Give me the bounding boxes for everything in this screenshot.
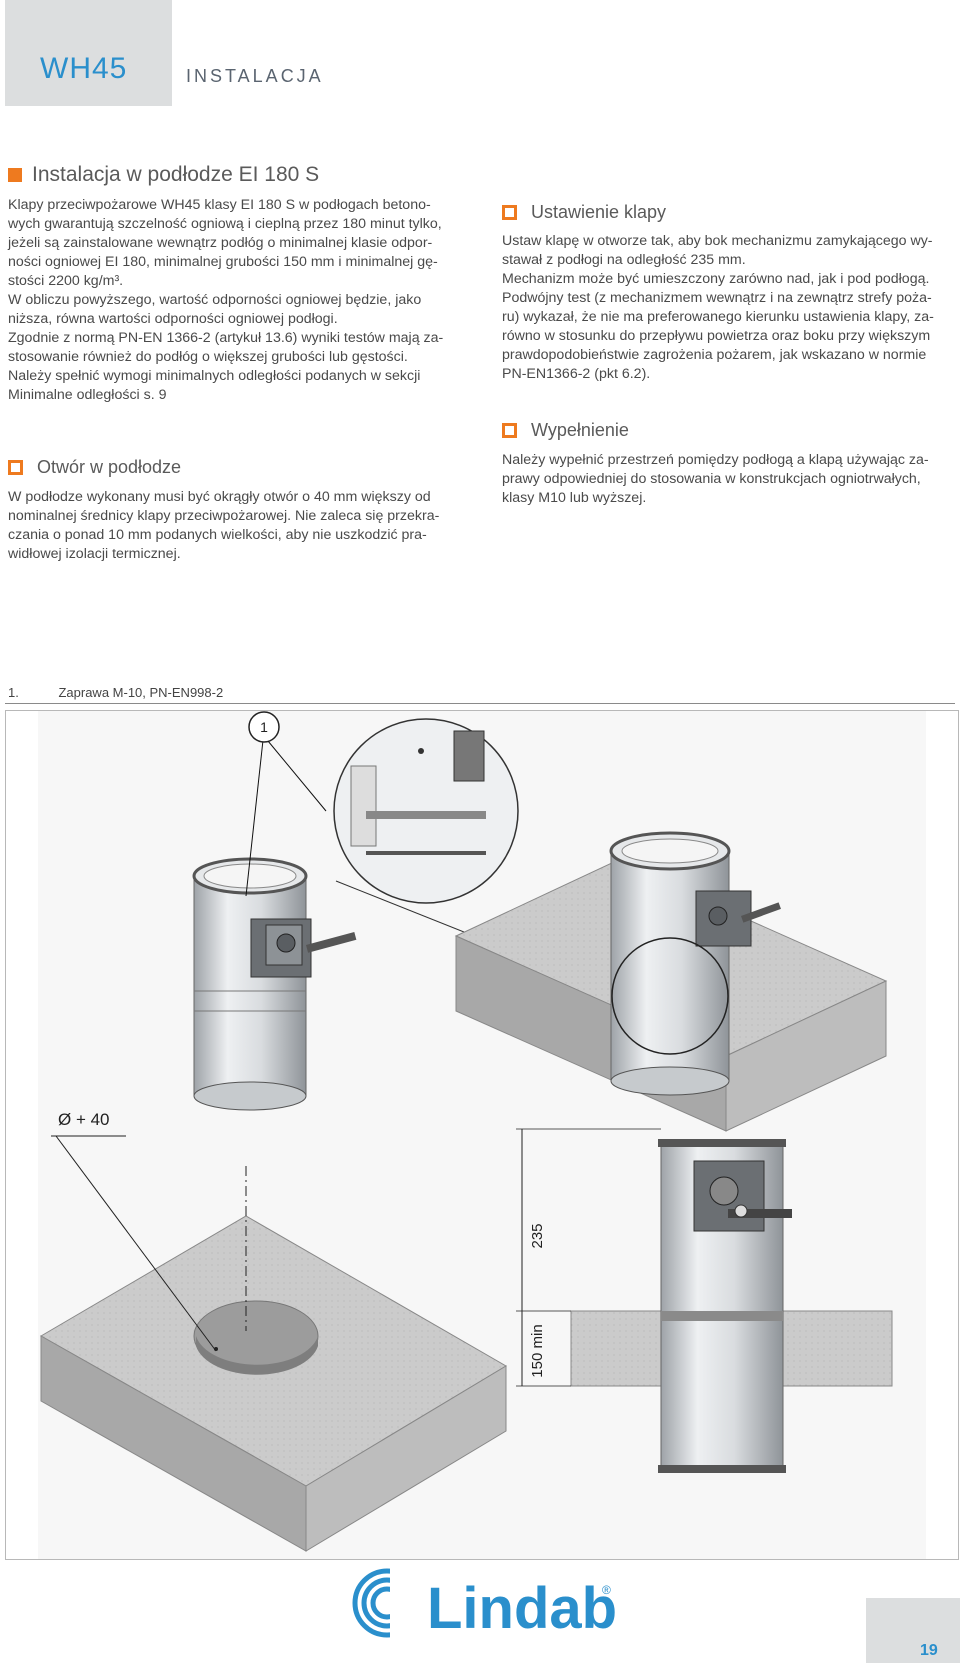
product-title: WH45: [40, 52, 128, 85]
text-line: W podłodze wykonany musi być okrągły otw…: [8, 489, 431, 505]
dimension-150-label: 150 min: [529, 1324, 546, 1377]
square-bullet-icon: [502, 423, 517, 438]
zoom-detail: [333, 718, 519, 904]
lindab-logo-icon: Lindab ®: [352, 1568, 617, 1641]
lindab-logo: Lindab ®: [352, 1558, 622, 1658]
text-line: Należy wypełnić przestrzeń pomiędzy podł…: [502, 452, 929, 468]
header-box: [5, 0, 172, 106]
heading-text: Wypełnienie: [531, 420, 629, 440]
text-line: niższa, równa wartości odporności ogniow…: [8, 311, 338, 327]
caption-text: Zaprawa M-10, PN-EN998-2: [58, 685, 224, 700]
text-line: widłowej izolacji termicznej.: [8, 546, 181, 562]
text-line: PN-EN1366-2 (pkt 6.2).: [502, 366, 651, 382]
heading-text: Instalacja w podłodze EI 180 S: [32, 163, 320, 186]
text-line: równo w stosunku do przepływu powietrza …: [502, 328, 931, 344]
text-line: Podwójny test (z mechanizmem wewnątrz i …: [502, 290, 932, 306]
text-line: stosowanie również do podłóg o większej …: [8, 349, 408, 365]
registered-mark: ®: [602, 1583, 611, 1597]
right-text: Ustaw klapę w otworze tak, aby bok mecha…: [502, 232, 954, 384]
heading-installation: Instalacja w podłodze EI 180 S: [8, 163, 319, 187]
text-line: Zgodnie z normą PN-EN 1366-2 (artykuł 13…: [8, 330, 444, 346]
text-line: jeżeli są zainstalowane wewnątrz podłóg …: [8, 235, 433, 251]
heading-floor-opening: Otwór w podłodze: [8, 457, 181, 478]
text-line: ru) wykazał, że nie ma preferowanego kie…: [502, 309, 934, 325]
square-bullet-icon: [502, 205, 517, 220]
figure-frame: 1 Ø + 40: [5, 710, 959, 1560]
text-line: klasy M10 lub wyższej.: [502, 490, 647, 506]
text-line: Mechanizm może być umieszczony zarówno n…: [502, 271, 930, 287]
text-line: Klapy przeciwpożarowe WH45 klasy EI 180 …: [8, 197, 431, 213]
text-line: nominalnej średnicy klapy przeciwpożarow…: [8, 508, 440, 524]
brand-name: Lindab: [427, 1576, 617, 1641]
text-line: stawał z podłogi na odległość 235 mm.: [502, 252, 746, 268]
page-number-box: [866, 1598, 960, 1663]
left-text-2: W podłodze wykonany musi być okrągły otw…: [8, 488, 458, 564]
right-text-2: Należy wypełnić przestrzeń pomiędzy podł…: [502, 451, 954, 508]
heading-positioning: Ustawienie klapy: [502, 202, 666, 223]
dimension-235-label: 235: [529, 1223, 546, 1248]
section-view: [516, 1128, 893, 1473]
text-line: czania o ponad 10 mm podanych wielkości,…: [8, 527, 427, 543]
caption-rule: [5, 703, 955, 704]
text-line: Ustaw klapę w otworze tak, aby bok mecha…: [502, 233, 933, 249]
text-line: ności ogniowej EI 180, minimalnej gruboś…: [8, 254, 438, 270]
text-line: Należy spełnić wymogi minimalnych odległ…: [8, 368, 421, 384]
callout-leader: [245, 730, 265, 897]
slab-with-opening: [39, 1135, 507, 1552]
heading-text: Otwór w podłodze: [37, 457, 182, 477]
diameter-label: Ø + 40: [58, 1110, 110, 1129]
text-line: wych gwarantują szczelność ogniową i cie…: [8, 216, 442, 232]
caption-number: 1.: [8, 685, 19, 700]
left-text: Klapy przeciwpożarowe WH45 klasy EI 180 …: [8, 196, 458, 405]
callout-circle: [248, 711, 280, 743]
callout-label: 1: [260, 719, 268, 735]
square-bullet-icon: [8, 168, 22, 182]
page-number: 19: [920, 1642, 938, 1659]
text-line: W obliczu powyższego, wartość odporności…: [8, 292, 422, 308]
figure-caption: 1. Zaprawa M-10, PN-EN998-2: [8, 685, 223, 700]
text-line: prawdopodobieństwie zagrożenia pożarem, …: [502, 347, 927, 363]
damper-standalone: [192, 857, 357, 1111]
text-line: prawy odpowiedniej do stosowania w konst…: [502, 471, 921, 487]
heading-text: Ustawienie klapy: [531, 202, 667, 222]
text-line: Minimalne odległości s. 9: [8, 387, 167, 403]
slab-installed: [454, 831, 888, 1132]
square-bullet-icon: [8, 460, 23, 475]
installation-illustration: 1 Ø + 40: [38, 711, 926, 1559]
text-line: stości 2200 kg/m³.: [8, 273, 124, 289]
section-title: INSTALACJA: [186, 66, 324, 86]
heading-filling: Wypełnienie: [502, 420, 629, 441]
